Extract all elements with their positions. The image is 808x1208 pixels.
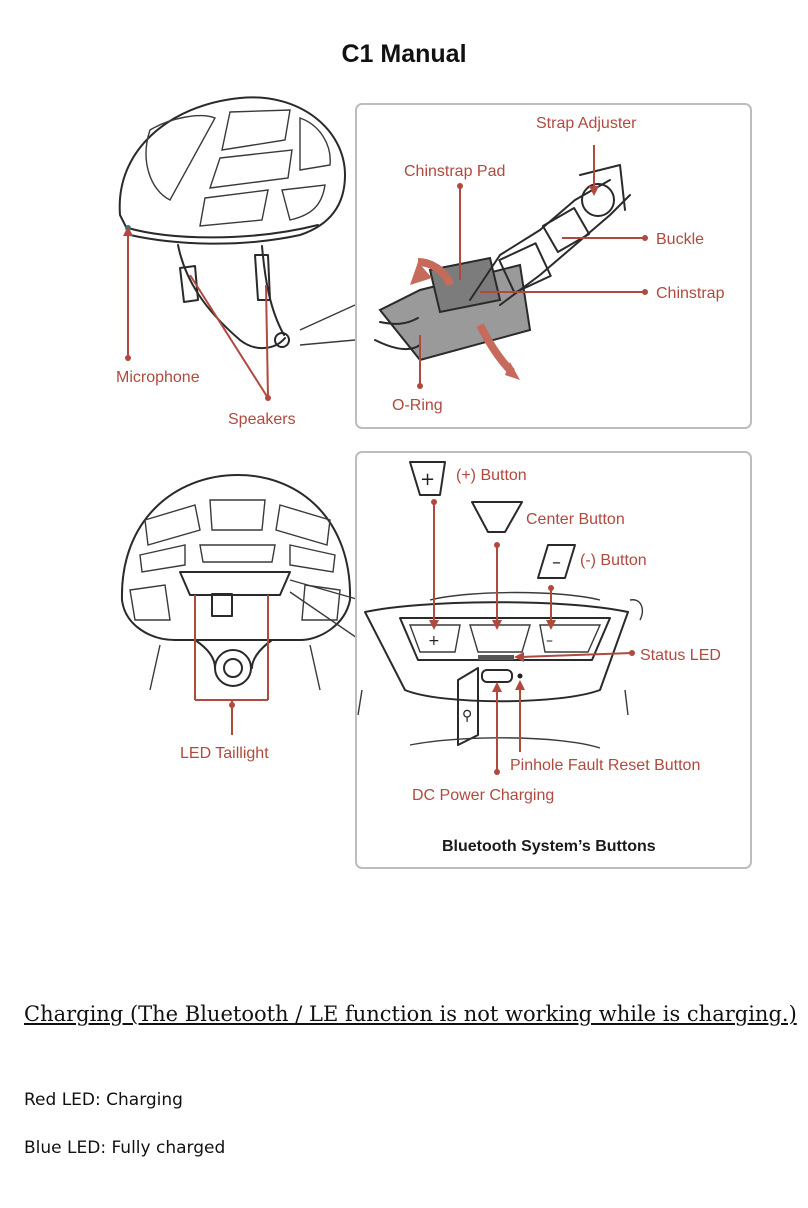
label-led-taillight: LED Taillight xyxy=(180,745,269,762)
panel-caption: Bluetooth System’s Buttons xyxy=(442,838,656,855)
svg-text:–: – xyxy=(552,552,561,573)
page-title: C1 Manual xyxy=(341,40,467,68)
chinstrap-illustration xyxy=(374,164,631,380)
svg-text:+: + xyxy=(428,633,440,649)
helmet-rear-illustration xyxy=(120,474,361,691)
svg-text:⚲: ⚲ xyxy=(462,708,472,724)
label-center-button: Center Button xyxy=(526,511,625,528)
label-minus-button: (-) Button xyxy=(580,552,647,569)
minus-button-icon xyxy=(537,544,576,579)
label-strap-adjuster: Strap Adjuster xyxy=(536,115,637,132)
svg-text:+: + xyxy=(420,469,435,490)
label-pinhole-reset: Pinhole Fault Reset Button xyxy=(510,757,700,774)
label-microphone: Microphone xyxy=(116,369,200,386)
blue-led-note: Blue LED: Fully charged xyxy=(24,1138,226,1158)
plus-button-icon xyxy=(409,461,446,496)
helmet-side-illustration xyxy=(118,96,356,349)
label-chinstrap: Chinstrap xyxy=(656,285,725,302)
charging-heading: Charging (The Bluetooth / LE function is… xyxy=(24,1002,797,1026)
label-dc-power: DC Power Charging xyxy=(412,787,554,804)
label-speakers: Speakers xyxy=(228,411,296,428)
center-button-icon xyxy=(471,501,523,533)
red-led-note: Red LED: Charging xyxy=(24,1090,183,1110)
label-plus-button: (+) Button xyxy=(456,467,527,484)
chinstrap-detail-panel xyxy=(355,103,752,429)
helmet-diagram: Microphone Speakers Strap Adjuster Chins… xyxy=(116,96,752,869)
label-status-led: Status LED xyxy=(640,647,721,664)
label-buckle: Buckle xyxy=(656,231,704,248)
svg-text:–: – xyxy=(546,633,553,649)
label-o-ring: O-Ring xyxy=(392,397,443,414)
label-chinstrap-pad: Chinstrap Pad xyxy=(404,163,505,180)
